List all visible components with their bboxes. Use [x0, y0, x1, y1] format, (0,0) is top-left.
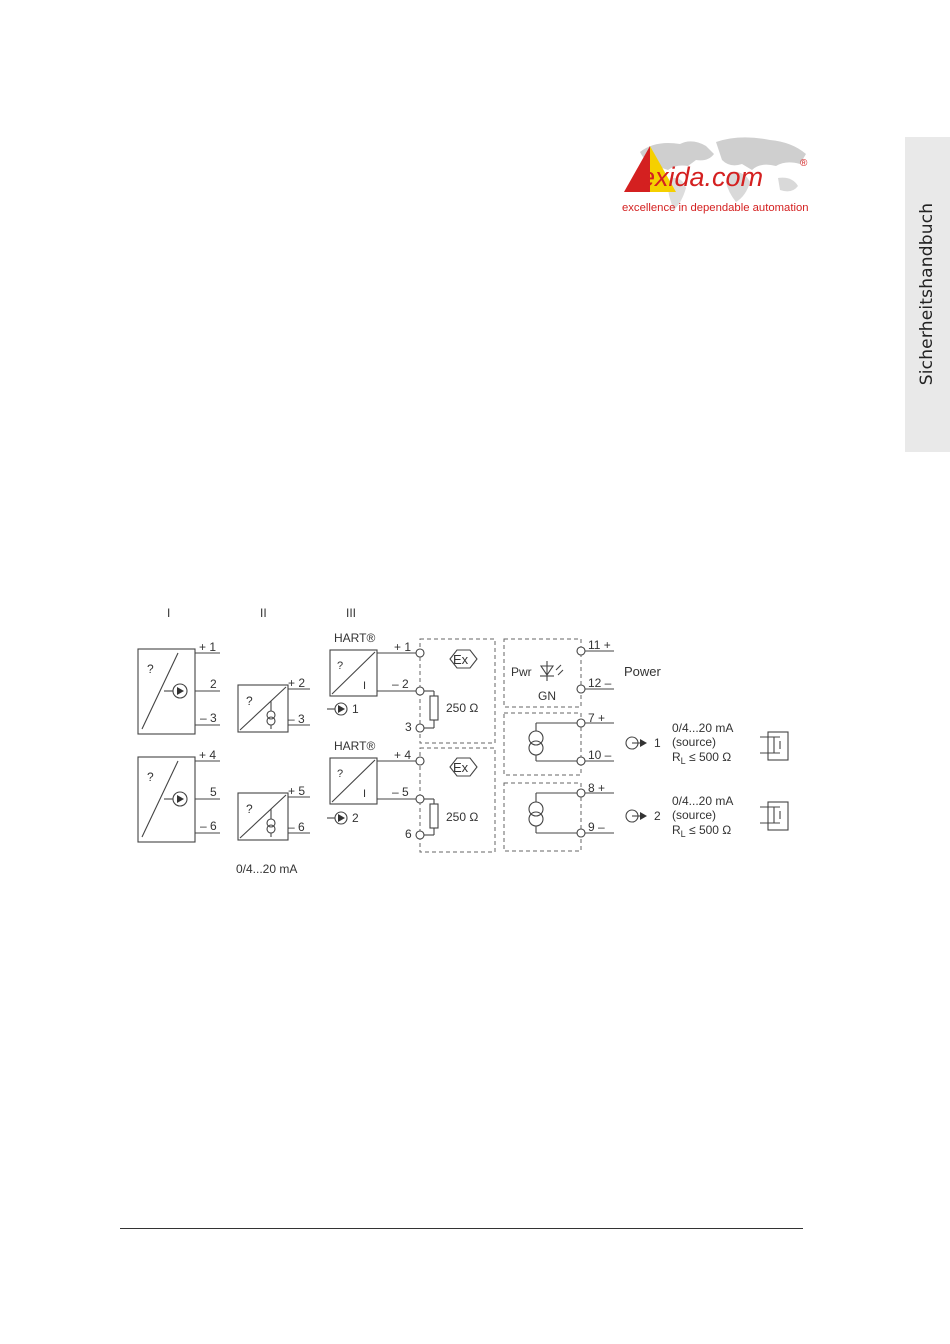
column-label-ii: II — [260, 606, 267, 620]
svg-text:?: ? — [337, 660, 343, 672]
channel-label: 1 — [352, 702, 359, 716]
terminal-label: + 1 — [199, 640, 216, 654]
resistor-label: 250 Ω — [446, 701, 478, 715]
terminal-label: 8 + — [588, 781, 605, 795]
led-icon — [539, 661, 564, 681]
output-load: RL ≤ 500 Ω — [672, 750, 731, 766]
terminal-label: 5 — [210, 785, 217, 799]
output-range: 0/4...20 mA — [672, 721, 733, 735]
hart-label: HART® — [334, 631, 375, 645]
logo-tagline: excellence in dependable automation — [622, 202, 809, 214]
svg-text:I: I — [363, 788, 366, 800]
terminal-label: 11 + — [588, 638, 611, 652]
terminal-label: 10 – — [588, 748, 612, 762]
column-label-iii: III — [346, 606, 356, 620]
power-module: Pwr GN 11 + 12 – Power — [503, 638, 662, 708]
terminal-label: – 3 — [200, 711, 217, 725]
wiring-diagram: I II III ? + 1 2 – 3 ? + 4 5 – 6 ? — [137, 606, 789, 876]
side-tab-label: Sicherheitshandbuch — [917, 202, 937, 386]
sensor-ii-lower: ? + 5 – 6 — [237, 784, 310, 841]
terminal-label: 6 — [405, 827, 412, 841]
output-module-1: 7 + 10 – 1 0/4...20 mA (source) RL ≤ 500… — [503, 711, 789, 776]
transmitter-i-lower: ? + 4 5 – 6 — [137, 748, 220, 843]
current-range-caption: 0/4...20 mA — [236, 862, 297, 876]
power-label: Power — [624, 664, 662, 679]
terminal-label: + 1 — [394, 640, 411, 654]
brand-wordmark: exida.com — [640, 162, 763, 192]
output-channel: 2 — [654, 809, 661, 823]
hart-transmitter-upper: HART® ? I 1 + 1 – 2 3 — [327, 631, 418, 734]
sensor-ii-upper: ? + 2 – 3 — [237, 676, 310, 733]
hart-transmitter-lower: HART® ? I 2 + 4 – 5 6 — [327, 739, 418, 841]
terminal-label: – 2 — [392, 677, 409, 691]
terminal-label: 2 — [210, 677, 217, 691]
terminal-label: 9 – — [588, 820, 605, 834]
exida-logo: exida.com ® excellence in dependable aut… — [622, 137, 809, 214]
terminal-label: – 5 — [392, 785, 409, 799]
terminal-label: – 6 — [288, 820, 305, 834]
registered-mark: ® — [800, 158, 808, 169]
resistor-label: 250 Ω — [446, 810, 478, 824]
side-tab: Sicherheitshandbuch — [905, 137, 950, 452]
terminal-label: – 6 — [200, 819, 217, 833]
column-label-i: I — [167, 606, 170, 620]
footer-rule — [120, 1228, 803, 1229]
hart-label: HART® — [334, 739, 375, 753]
output-range: 0/4...20 mA — [672, 794, 733, 808]
svg-text:I: I — [363, 680, 366, 692]
terminal-label: 3 — [405, 720, 412, 734]
pwr-label: Pwr — [511, 665, 532, 679]
output-channel: 1 — [654, 736, 661, 750]
terminal-label: + 4 — [394, 748, 411, 762]
svg-text:?: ? — [246, 694, 253, 708]
ex-module-upper: Ex 250 Ω — [415, 638, 496, 744]
ex-symbol: Ex — [453, 760, 469, 775]
svg-text:?: ? — [337, 768, 343, 780]
output-mode: (source) — [672, 808, 716, 822]
triangle-mark — [624, 146, 676, 192]
load-symbol — [760, 801, 789, 831]
svg-text:?: ? — [246, 802, 253, 816]
svg-text:?: ? — [147, 662, 154, 676]
led-color-label: GN — [538, 689, 556, 703]
transmitter-i-upper: ? + 1 2 – 3 — [137, 640, 220, 735]
terminal-label: + 5 — [288, 784, 305, 798]
output-load: RL ≤ 500 Ω — [672, 823, 731, 839]
channel-label: 2 — [352, 811, 359, 825]
load-symbol — [760, 731, 789, 761]
terminal-label: + 4 — [199, 748, 216, 762]
terminal-label: 7 + — [588, 711, 605, 725]
svg-text:?: ? — [147, 770, 154, 784]
ex-symbol: Ex — [453, 652, 469, 667]
ex-module-lower: Ex 250 Ω — [415, 747, 496, 853]
terminal-label: – 3 — [288, 712, 305, 726]
terminal-label: + 2 — [288, 676, 305, 690]
terminal-label: 12 – — [588, 676, 612, 690]
output-mode: (source) — [672, 735, 716, 749]
output-module-2: 8 + 9 – 2 0/4...20 mA (source) RL ≤ 500 … — [503, 781, 789, 852]
